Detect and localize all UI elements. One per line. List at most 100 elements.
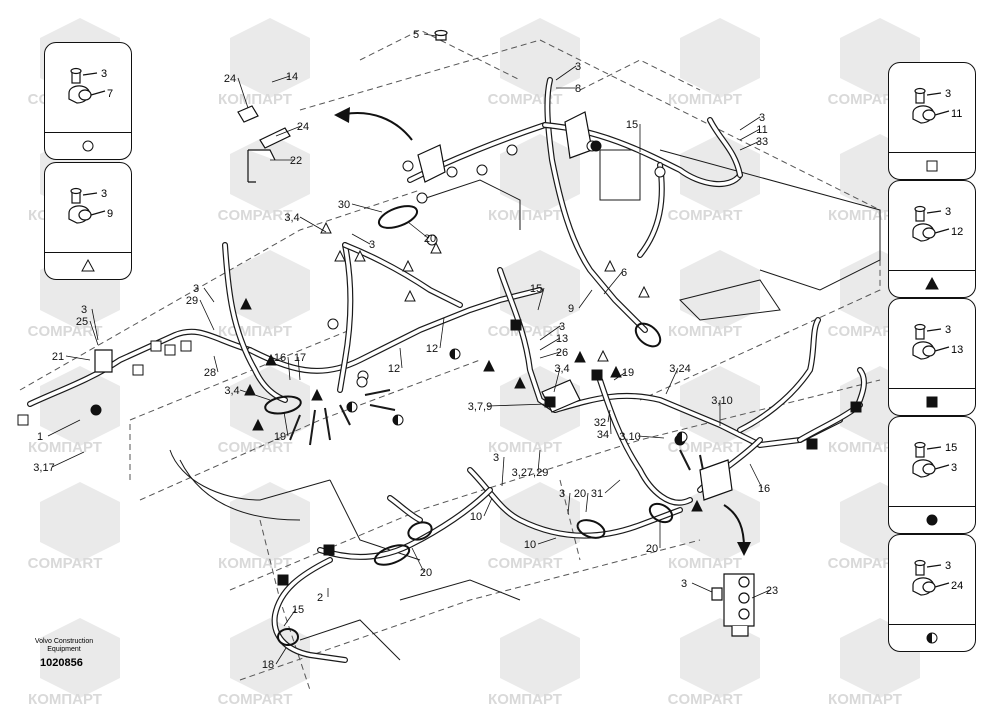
callout-label: 3,4 (224, 385, 239, 397)
cable-fill (738, 318, 820, 432)
cable-stub (339, 404, 351, 426)
watermark-hexagon (40, 366, 120, 446)
cable-stub (364, 389, 391, 396)
callout-label: 24 (297, 121, 309, 133)
leader-line (749, 463, 763, 489)
leader-line (411, 547, 425, 573)
marker-circle (446, 166, 458, 178)
arrowheads (334, 107, 751, 556)
marker-triangle (638, 285, 650, 298)
callout-label: 24 (224, 73, 236, 85)
callout-label: 15 (530, 283, 542, 295)
panel-symbol-triangle (45, 252, 131, 279)
callout-label: 25 (76, 316, 88, 328)
callout-label: 20 (420, 567, 432, 579)
callout-label: 2 (317, 592, 323, 604)
callout-label: 22 (290, 155, 302, 167)
watermark-text: КОМПАРТ (828, 691, 902, 706)
leader-line (539, 337, 561, 351)
leader-line (423, 33, 437, 37)
callout-label: 20 (646, 543, 658, 555)
callout-label: 3,10 (711, 395, 732, 407)
marker-filled-square (591, 369, 603, 381)
marker-triangle (402, 259, 414, 272)
callout-label: 10 (524, 539, 536, 551)
clamp-illustration (68, 187, 106, 224)
watermark-text: COMPART (218, 691, 293, 706)
panel-ref-2: 7 (107, 88, 113, 100)
leader-line (555, 65, 577, 81)
marker-filled-square (510, 319, 522, 331)
marker-filled-square (850, 401, 862, 413)
marker-filled-square (806, 438, 818, 450)
panel-ref-2: 9 (107, 208, 113, 220)
callout-label: 3 (559, 488, 565, 500)
callout-label: 12 (426, 343, 438, 355)
watermark-text: COMPART (28, 555, 103, 572)
callout-label: 12 (388, 363, 400, 375)
marker-square (150, 340, 162, 352)
leader-line (213, 355, 219, 373)
leader-line (351, 203, 383, 213)
panel-ref-1: 3 (101, 188, 107, 200)
clamp-illustration (912, 559, 950, 596)
marker-circle (476, 164, 488, 176)
cable-fill (388, 496, 422, 522)
clamp-illustration (912, 87, 950, 124)
panel-ref-1: 3 (945, 206, 951, 218)
panel-ref-2: 13 (951, 344, 963, 356)
callout-label: 3 (681, 578, 687, 590)
panel-symbol-filled-circle (889, 506, 975, 533)
leader-line (539, 351, 561, 359)
marker-filled-square (277, 574, 289, 586)
callout-label: 14 (286, 71, 298, 83)
marker-triangle (404, 289, 416, 302)
watermark-text: КОМПАРТ (668, 323, 742, 340)
callout-label: 3 (559, 321, 565, 333)
marker-filled-triangle (311, 388, 323, 401)
marker-triangle (430, 241, 442, 254)
leader-line (739, 128, 761, 141)
watermark-text: COMPART (668, 691, 743, 706)
callout-label: 3 (369, 239, 375, 251)
marker-filled-circle (590, 140, 602, 152)
leader-line (501, 456, 505, 487)
watermark-text: COMPART (488, 91, 563, 108)
callout-label: 3 (493, 452, 499, 464)
watermark-text: КОМПАРТ (668, 91, 742, 108)
callout-label: 16 (758, 483, 770, 495)
watermark-hexagon (40, 482, 120, 562)
callout-label: 10 (470, 511, 482, 523)
callout-label: 3,4 (284, 212, 299, 224)
panel-ref-1: 3 (945, 88, 951, 100)
cable-fill (545, 78, 647, 332)
callout-label: 23 (766, 585, 778, 597)
cable-stub (309, 409, 316, 446)
watermark-text: КОМПАРТ (28, 691, 102, 706)
leader-line (237, 77, 249, 109)
watermark-hexagon (230, 18, 310, 98)
cable-stub (369, 404, 396, 411)
caption-line-2: Equipment (47, 646, 81, 653)
panel-symbol-filled-triangle (889, 270, 975, 297)
watermark-text: COMPART (668, 207, 743, 224)
watermark-text: КОМПАРТ (488, 691, 562, 706)
leader-line (609, 413, 612, 435)
watermark-text: COMPART (218, 207, 293, 224)
panel-ref-2: 24 (951, 580, 963, 592)
marker-filled-triangle (252, 418, 264, 431)
watermark-hexagon (230, 618, 310, 698)
marker-circle (426, 234, 438, 246)
leader-line (283, 411, 289, 437)
marker-triangle (334, 249, 346, 262)
cable-stub (289, 414, 301, 441)
cable-fill (28, 329, 252, 406)
panel-ref-1: 3 (945, 560, 951, 572)
leader-line (578, 289, 593, 309)
cable-fill (272, 558, 347, 662)
